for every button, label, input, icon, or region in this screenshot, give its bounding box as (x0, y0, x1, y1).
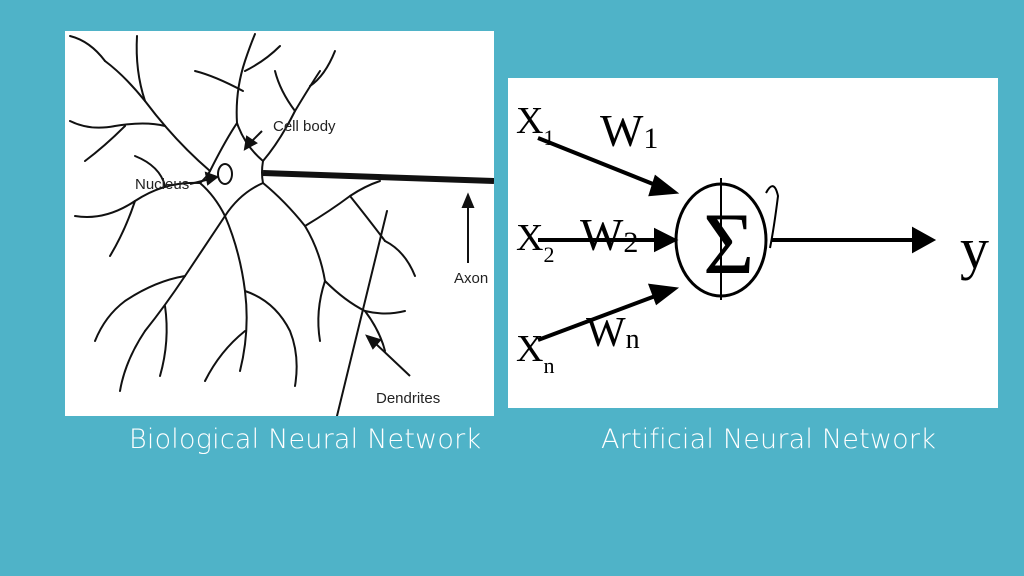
nucleus-label: Nucleus (135, 176, 189, 193)
output-y-label: y (960, 216, 989, 281)
axon-label: Axon (454, 270, 488, 287)
nucleus-shape (217, 163, 233, 185)
cell-body-label: Cell body (273, 118, 336, 135)
artificial-neuron-panel: Σ X1 X2 Xn W1 W2 Wn y (508, 78, 998, 408)
dendrites-label: Dendrites (376, 390, 440, 407)
biological-neuron-diagram: Cell body Nucleus Axon Dendrites (69, 33, 494, 416)
input-edge-3 (537, 293, 659, 342)
artificial-caption: Artificial Neural Network (601, 424, 937, 455)
weight-w2-label: W2 (580, 209, 638, 260)
weight-w1-label: W1 (600, 105, 658, 156)
input-xn-label: Xn (516, 328, 554, 378)
biological-neuron-panel: Cell body Nucleus Axon Dendrites (65, 31, 494, 416)
sum-symbol: Σ (703, 196, 754, 293)
axon-line (262, 170, 494, 184)
artificial-neuron-diagram: Σ X1 X2 Xn W1 W2 Wn y (516, 100, 989, 378)
input-x2-label: X2 (516, 217, 554, 267)
biological-caption: Biological Neural Network (129, 424, 482, 455)
weight-wn-label: Wn (586, 310, 640, 356)
input-x1-label: X1 (516, 100, 554, 150)
input-edge-1 (537, 136, 659, 188)
